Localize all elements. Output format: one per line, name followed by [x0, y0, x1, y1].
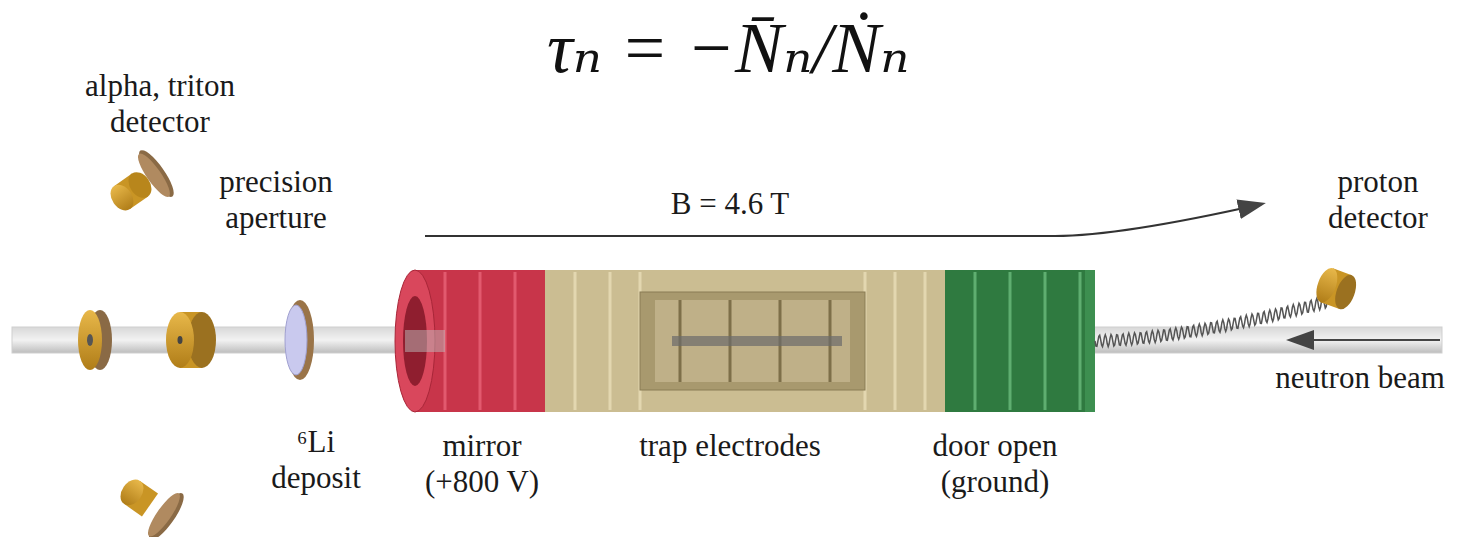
beam-arrow	[1290, 339, 1440, 341]
electrode-label: door open (ground)	[910, 428, 1080, 500]
electrode-ring	[894, 272, 897, 410]
electrode-ring	[514, 272, 517, 410]
electrode-label: mirror (+800 V)	[407, 428, 557, 500]
proton-spiral	[1095, 296, 1329, 347]
field-arrow	[425, 204, 1262, 236]
electrode-ring	[924, 272, 927, 410]
electrode-ring	[1044, 272, 1047, 410]
detector-label: proton detector	[1303, 164, 1453, 236]
lower-detector	[108, 464, 189, 537]
electrode-ring	[574, 272, 577, 410]
electrode-ring	[974, 272, 977, 410]
proton-detector-body	[1312, 265, 1360, 312]
field-label: B = 4.6 T	[600, 186, 860, 222]
beam-label: neutron beam	[1250, 360, 1470, 396]
electrode-ring	[1009, 272, 1012, 410]
collimators	[78, 310, 216, 370]
electrode-ring	[609, 272, 612, 410]
upper-detector	[98, 146, 179, 226]
li-deposit-disc	[285, 300, 314, 380]
aperture-label: precision aperture	[201, 164, 351, 236]
target-label: ⁶Li deposit	[256, 424, 376, 496]
detector-label: alpha, triton detector	[55, 68, 265, 140]
electrode-ring	[479, 272, 482, 410]
lifetime-formula: τₙ = −N̄ₙ/Ṅₙ	[547, 8, 910, 88]
electrode-label: trap electrodes	[600, 428, 860, 464]
electrode-stack	[395, 270, 1095, 412]
electrode-ring	[1079, 272, 1082, 410]
